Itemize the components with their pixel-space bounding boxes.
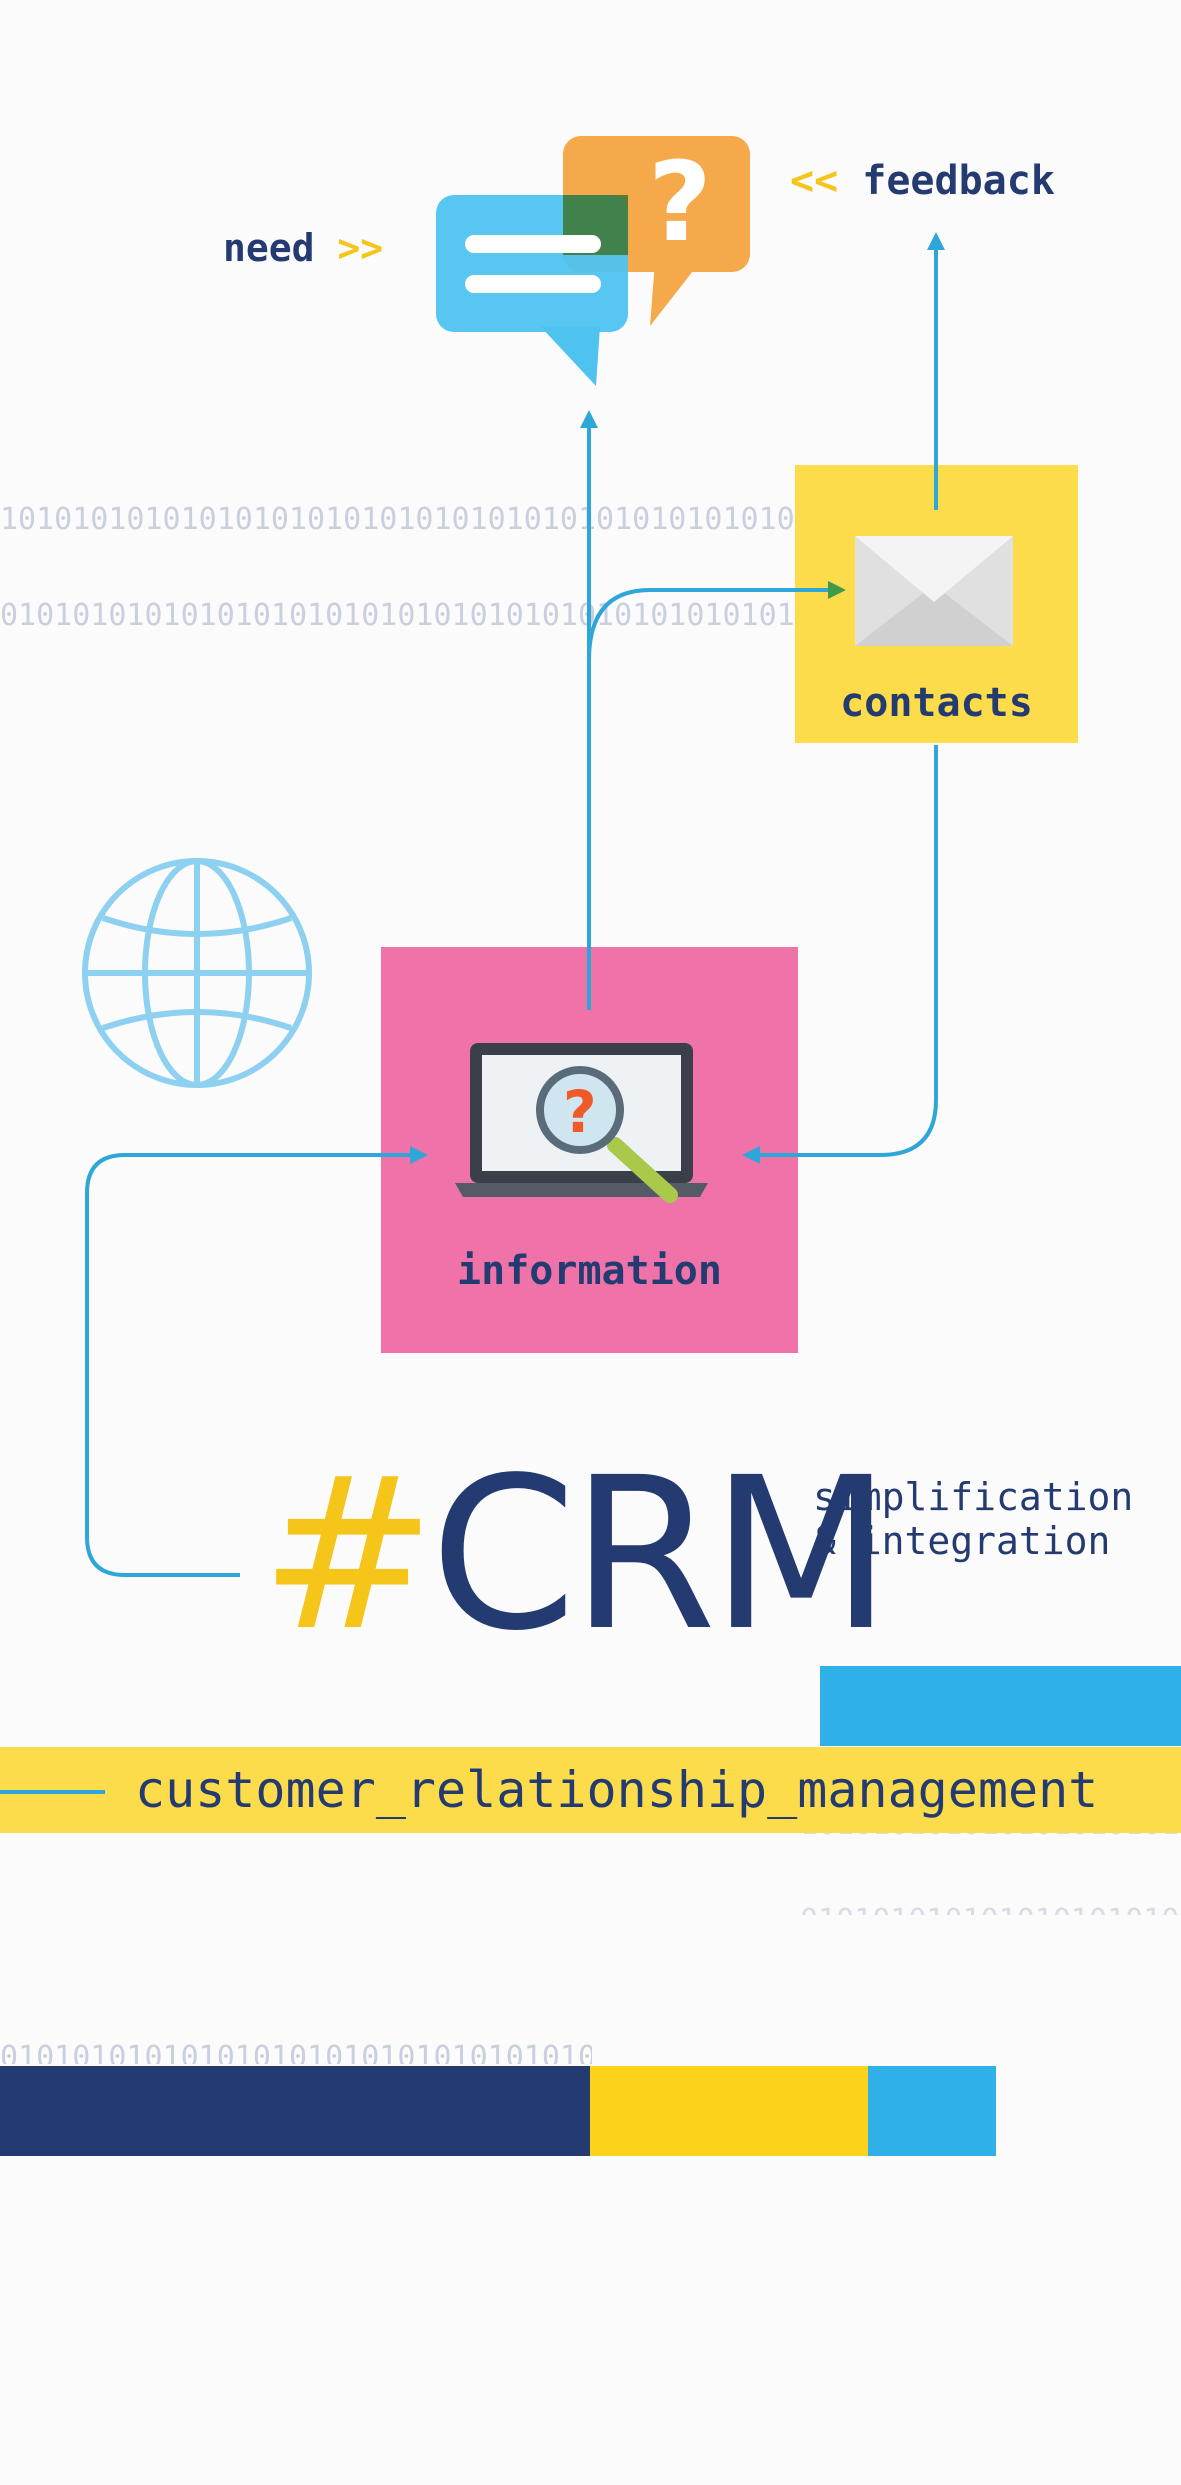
crm-tagline: simplification & integration [813, 1475, 1133, 1563]
crm-text: CRM [429, 1432, 892, 1677]
arrow-head-up [580, 410, 598, 428]
feedback-text: feedback [862, 158, 1055, 204]
contacts-label: contacts [840, 680, 1033, 726]
yellow-bar [590, 2066, 868, 2156]
binary-row: 0101010101010101010101010101010101010101… [800, 1905, 1181, 1916]
envelope-icon [855, 536, 1013, 646]
arrow-head-right [410, 1146, 428, 1164]
crm-title: #CRM [260, 1445, 892, 1665]
navy-bar [0, 2066, 590, 2156]
feedback-label: << feedback [790, 158, 1055, 204]
hash-symbol: # [260, 1432, 436, 1677]
arrow-head-left [742, 1146, 760, 1164]
information-label: information [457, 1248, 722, 1294]
blue-accent-block [820, 1666, 1181, 1746]
arrow-head-up [927, 232, 945, 250]
need-arrow: >> [337, 226, 384, 270]
binary-row: 0101010101010101010101010101010101010101… [0, 2040, 592, 2065]
svg-text:?: ? [648, 138, 712, 266]
svg-text:?: ? [563, 1078, 597, 1146]
need-label: need >> [223, 226, 383, 270]
banner-bar [0, 1747, 1181, 1833]
laptop-search-icon: ? [455, 1043, 708, 1203]
globe-icon [82, 858, 312, 1088]
need-text: need [223, 226, 315, 270]
binary-pattern-bottom: 0101010101010101010101010101010101010101… [0, 1978, 592, 2065]
tagline-line-2: & integration [813, 1519, 1111, 1563]
feedback-arrow: << [790, 158, 839, 204]
arrow-head-right [828, 581, 846, 599]
blue-bar [868, 2066, 996, 2156]
tagline-line-1: simplification [813, 1475, 1134, 1519]
speech-bubble-icon [436, 195, 628, 386]
banner-text: customer_relationship_management [135, 1761, 1099, 1819]
